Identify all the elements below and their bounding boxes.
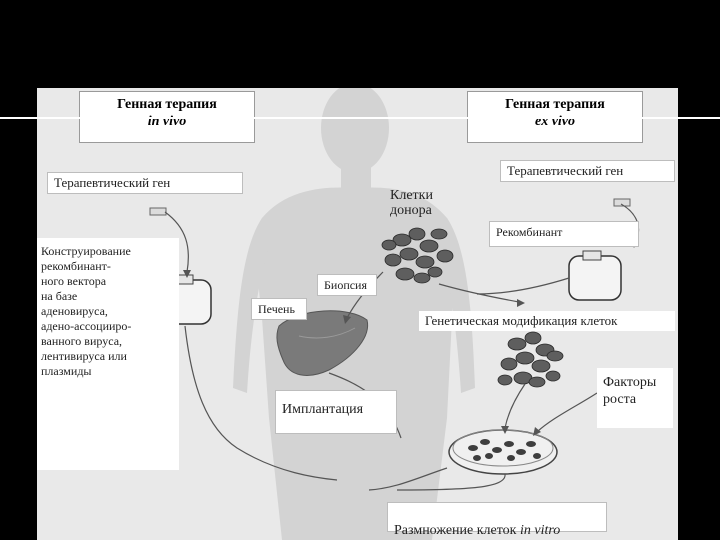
- growth-factors-label: Факторы роста: [597, 368, 673, 428]
- therapeutic-gene-right-label: Терапевтический ген: [500, 160, 675, 182]
- divider-line: [0, 117, 720, 119]
- liver-label: Печень: [251, 298, 307, 320]
- propagation-text: Размножение клеток: [394, 523, 520, 538]
- genetic-modification-label: Генетическая модификация клеток: [419, 311, 675, 331]
- gene-therapy-diagram: Генная терапия in vivo Генная терапия ex…: [37, 88, 678, 540]
- in-vivo-subtitle: in vivo: [86, 113, 248, 130]
- therapeutic-gene-left-label: Терапевтический ген: [47, 172, 243, 194]
- in-vivo-title: Генная терапия: [117, 97, 217, 112]
- ex-vivo-title: Генная терапия: [505, 97, 605, 112]
- in-vitro-propagation-label: Размножение клеток in vitro: [387, 502, 607, 532]
- biopsy-label: Биопсия: [317, 274, 377, 296]
- ex-vivo-subtitle: ex vivo: [474, 113, 636, 130]
- vector-construction-label: Конструирование рекомбинант- ного вектор…: [37, 238, 179, 470]
- propagation-italic-text: in vitro: [520, 523, 560, 538]
- recombinant-label: Рекомбинант: [489, 221, 639, 247]
- implantation-label: Имплантация: [275, 390, 397, 434]
- vector-plasmid-icon: [569, 199, 630, 300]
- donor-cells-label: Клетки донора: [390, 188, 460, 218]
- cell-cluster-icon: [498, 332, 563, 387]
- petri-dish-icon: [449, 430, 557, 474]
